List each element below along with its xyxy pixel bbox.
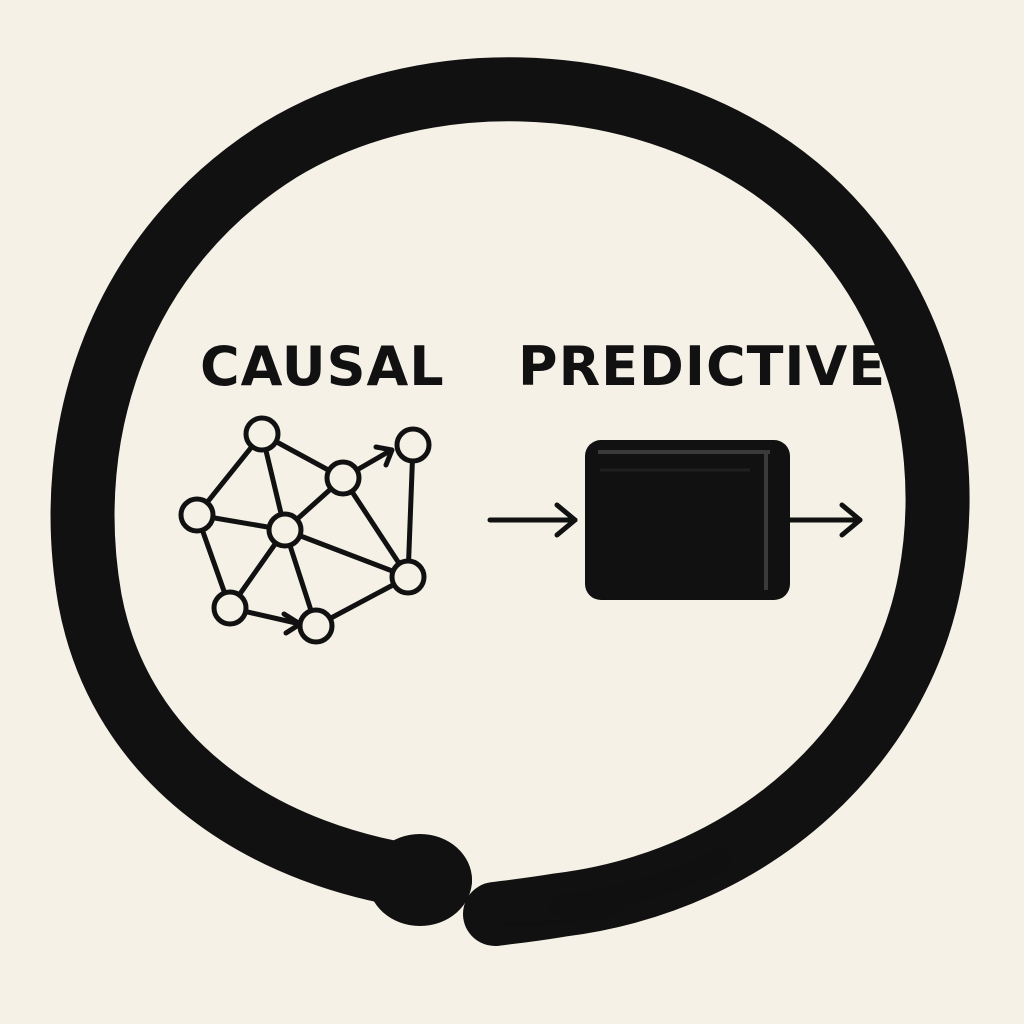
enso-circle-icon <box>50 57 970 946</box>
causal-label: CAUSAL <box>200 335 445 398</box>
predictive-black-box-icon <box>487 440 863 600</box>
causal-graph-icon <box>178 415 432 645</box>
input-arrow-icon <box>487 502 578 538</box>
output-arrow-icon <box>787 502 863 538</box>
black-box-icon <box>585 440 790 600</box>
predictive-label: PREDICTIVE <box>518 335 886 398</box>
